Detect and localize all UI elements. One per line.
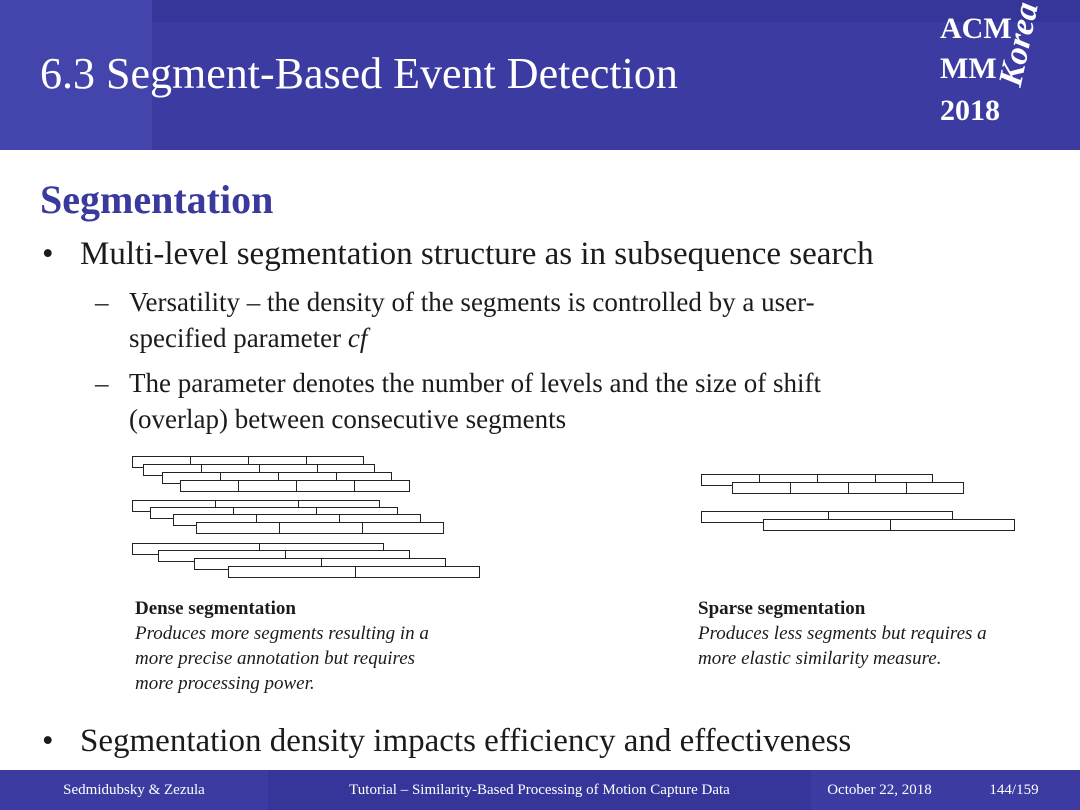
acm-mm-2018-logo: ACM MM 2018 Korea xyxy=(936,0,1068,136)
sub-bullet-1-line2-text: specified parameter xyxy=(129,323,348,353)
logo-line-year: 2018 xyxy=(940,94,1000,127)
bullet-1-text: Multi-level segmentation structure as in… xyxy=(80,236,874,272)
dense-caption: Dense segmentation Produces more segment… xyxy=(135,596,429,696)
parameter-cf: cf xyxy=(347,323,368,353)
logo-line-acm: ACM xyxy=(940,12,1012,45)
bullet-2-text: Segmentation density impacts efficiency … xyxy=(80,723,852,759)
slide-title: 6.3 Segment-Based Event Detection xyxy=(40,49,678,98)
dense-segment-row xyxy=(228,566,480,578)
dense-caption-title: Dense segmentation xyxy=(135,598,296,619)
footer-page-number: 144/159 xyxy=(948,770,1080,810)
dense-segment-row xyxy=(196,522,444,534)
header-top-band xyxy=(0,0,1080,22)
sub-bullet-dash: – xyxy=(95,287,109,317)
sparse-segment-row xyxy=(732,482,964,494)
bullet-dot: • xyxy=(42,723,54,759)
sparse-caption: Sparse segmentation Produces less segmen… xyxy=(698,596,987,671)
dense-segment-row xyxy=(180,480,410,492)
sub-bullet-dash: – xyxy=(95,368,109,398)
slide-footer: Sedmidubsky & Zezula Tutorial – Similari… xyxy=(0,770,1080,810)
slide-header: 6.3 Segment-Based Event Detection ACM MM… xyxy=(0,0,1080,150)
bullet-dot: • xyxy=(42,236,54,272)
dense-caption-line: more precise annotation but requires xyxy=(135,648,416,669)
footer-authors: Sedmidubsky & Zezula xyxy=(0,770,268,810)
dense-caption-line: Produces more segments resulting in a xyxy=(135,623,429,644)
section-heading: Segmentation xyxy=(40,177,274,222)
sub-bullet-2-line1: The parameter denotes the number of leve… xyxy=(129,368,821,398)
sub-bullet-1-line1: Versatility – the density of the segment… xyxy=(129,287,815,317)
sparse-segment-row xyxy=(763,519,1015,531)
footer-tutorial-title: Tutorial – Similarity-Based Processing o… xyxy=(268,770,811,810)
sparse-caption-title: Sparse segmentation xyxy=(698,598,866,619)
sub-bullet-2-line2: (overlap) between consecutive segments xyxy=(129,404,567,434)
sub-bullet-1-line2: specified parameter cf xyxy=(129,320,1009,356)
sparse-caption-line: more elastic similarity measure. xyxy=(698,648,942,669)
logo-line-mm: MM xyxy=(940,52,997,85)
header-left-shade xyxy=(0,0,152,150)
sparse-caption-line: Produces less segments but requires a xyxy=(698,623,987,644)
dense-caption-line: more processing power. xyxy=(135,673,315,694)
footer-date: October 22, 2018 xyxy=(811,770,948,810)
